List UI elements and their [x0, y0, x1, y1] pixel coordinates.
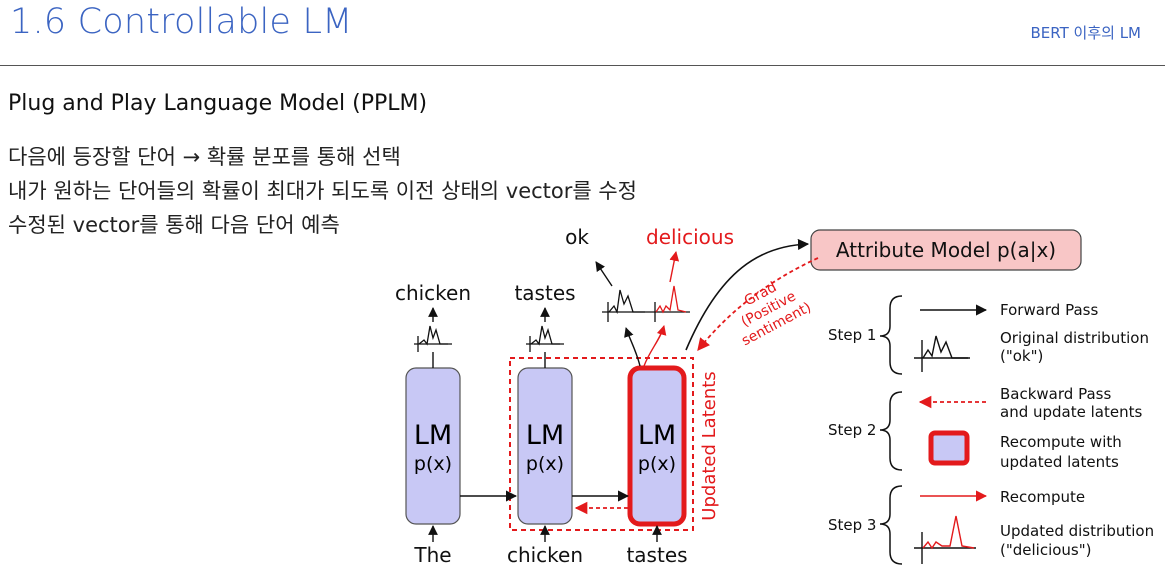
legend-text: Original distribution: [1000, 329, 1149, 347]
legend-text: Recompute: [1000, 488, 1085, 506]
legend-text: Updated distribution: [1000, 522, 1154, 540]
original-distribution-icon: [602, 289, 690, 322]
updated-output-word: delicious: [646, 225, 734, 249]
legend-brace: [879, 485, 903, 565]
legend-text: and update latents: [1000, 403, 1142, 421]
legend-step-label: Step 2: [828, 421, 876, 439]
lm-block-1: LM p(x): [405, 367, 461, 525]
legend-recompute-box-icon: [928, 430, 970, 466]
legend-text: Forward Pass: [1000, 301, 1098, 319]
legend-text: Recompute with: [1000, 433, 1122, 451]
original-output-word: ok: [565, 225, 589, 249]
distribution-icon: [414, 325, 452, 352]
grad-label: Grad (Positive sentiment): [739, 279, 814, 349]
distribution-icon: [526, 325, 564, 352]
attribute-model-label: Attribute Model p(a|x): [836, 238, 1056, 262]
legend-text: updated latents: [1000, 453, 1119, 471]
bullet-list: 다음에 등장할 단어 → 확률 분포를 통해 선택 내가 원하는 단어들의 확률…: [8, 140, 637, 242]
lm-block-prob: p(x): [638, 453, 676, 475]
attribute-model-box: [810, 229, 1082, 271]
legend-updated-distribution-icon: [914, 515, 976, 564]
updated-distribution-icon: [654, 285, 687, 322]
page-title: 1.6 Controllable LM: [10, 2, 353, 42]
forward-to-attribute-arrow: [685, 238, 810, 351]
lm-block-2: LM p(x): [517, 367, 573, 525]
legend-step-label: Step 3: [828, 516, 876, 534]
legend-brace: [879, 391, 903, 471]
bullet-item: 수정된 vector를 통해 다음 단어 예측: [8, 213, 340, 237]
output-arrow: [595, 261, 613, 287]
output-word: chicken: [395, 281, 471, 305]
lm-block-label: LM: [414, 420, 452, 451]
slide-header: 1.6 Controllable LM BERT 이후의 LM: [0, 0, 1165, 66]
lm-block-prob: p(x): [526, 453, 564, 475]
legend-brace: [879, 295, 903, 375]
legend-text: Backward Pass: [1000, 385, 1111, 403]
gradient-arrow: [697, 257, 819, 351]
header-divider: [0, 65, 1165, 66]
lm-block-label: LM: [638, 420, 676, 451]
lm-block-prob: p(x): [414, 453, 452, 475]
section-label: BERT 이후의 LM: [1030, 24, 1142, 42]
bullet-item: 다음에 등장할 단어 → 확률 분포를 통해 선택: [8, 145, 401, 169]
legend-step-label: Step 1: [828, 326, 876, 344]
input-word: The: [413, 543, 451, 567]
slide-subtitle: Plug and Play Language Model (PPLM): [8, 91, 428, 116]
legend-original-distribution-icon: [914, 335, 970, 372]
input-word: tastes: [626, 543, 687, 567]
recompute-arrow: [669, 251, 680, 283]
legend: Step 1 Forward Pass Original distributio…: [828, 295, 1154, 565]
updated-latents-region: [509, 357, 694, 531]
legend-text: ("ok"): [1000, 347, 1043, 365]
lm-block-label: LM: [526, 420, 564, 451]
legend-text: ("delicious"): [1000, 541, 1092, 559]
output-word: tastes: [514, 281, 575, 305]
lm-block-3-updated: LM p(x): [627, 365, 687, 527]
output-arrow: [624, 327, 641, 367]
updated-latents-label: Updated Latents: [699, 371, 720, 520]
bullet-item: 내가 원하는 단어들의 확률이 최대가 되도록 이전 상태의 vector를 수…: [8, 179, 638, 203]
recompute-arrow: [643, 325, 667, 367]
input-word: chicken: [507, 543, 583, 567]
